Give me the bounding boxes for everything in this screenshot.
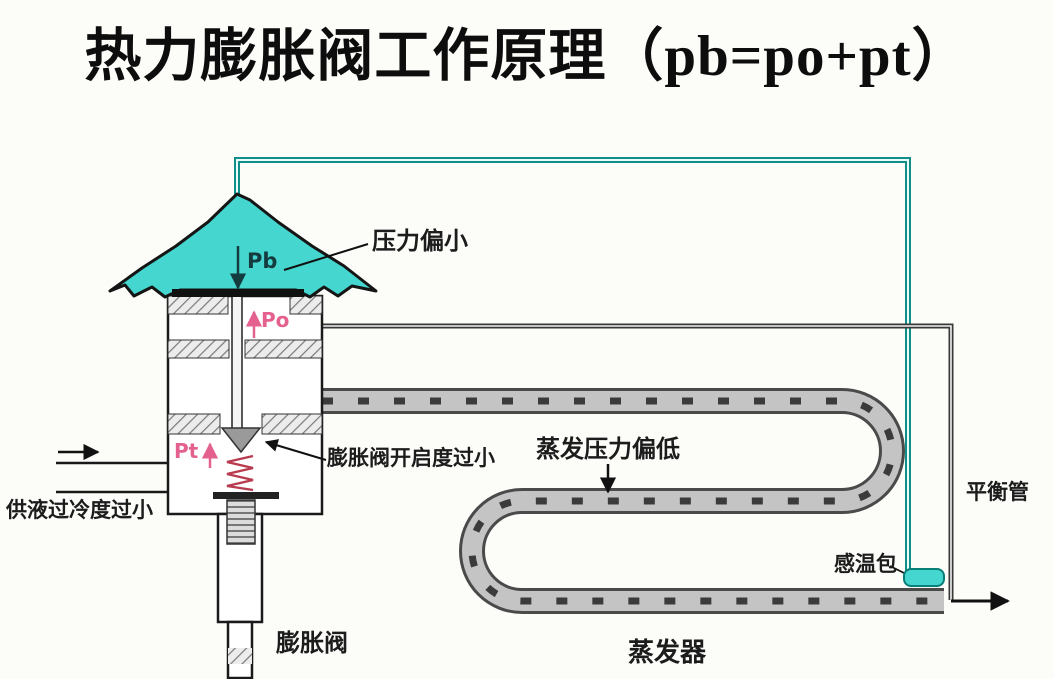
label-evaporator: 蒸发器 [628, 638, 707, 668]
diaphragm-plate [172, 289, 304, 297]
adjuster-thread [226, 499, 256, 545]
evaporator-refrigerant-dashes [322, 397, 944, 605]
valve-hatch-band [167, 295, 229, 315]
valve-needle-cone [220, 427, 262, 454]
diaphragm-cap [108, 192, 378, 299]
valve-hatch-band [167, 413, 221, 435]
valve-hatch-band [289, 295, 323, 315]
label-expansion-valve: 膨胀阀 [276, 629, 348, 657]
label-balance-pipe: 平衡管 [966, 480, 1029, 504]
valve-hatch-band [261, 413, 323, 435]
valve-opening-leader-arrow [264, 439, 327, 461]
label-valve-opening-too-small: 膨胀阀开启度过小 [327, 446, 495, 470]
sensing-bulb [903, 568, 945, 587]
label-sensing-bulb: 感温包 [834, 552, 897, 576]
valve-spring [226, 454, 254, 492]
page-title: 热力膨胀阀工作原理（pb=po+pt） [84, 25, 970, 88]
label-evap-pressure-low: 蒸发压力偏低 [536, 435, 680, 463]
capillary-tube-core [236, 159, 909, 572]
valve-hatch-band [244, 339, 323, 359]
outlet-tube-hatch [228, 648, 252, 664]
label-pt: Pt [174, 439, 199, 463]
balance-pipe-core [322, 325, 952, 600]
valve-hatch-band [167, 339, 230, 359]
valve-stem [231, 293, 243, 431]
sensing-bulb-leader-line [889, 565, 907, 575]
valve-seat [213, 492, 279, 499]
label-po: Po [261, 308, 290, 332]
label-pressure-too-small: 压力偏小 [372, 227, 468, 255]
pressure-small-leader-line [283, 243, 369, 271]
label-pb: Pb [247, 249, 278, 273]
label-subcooling-too-small: 供液过冷度过小 [6, 498, 153, 522]
